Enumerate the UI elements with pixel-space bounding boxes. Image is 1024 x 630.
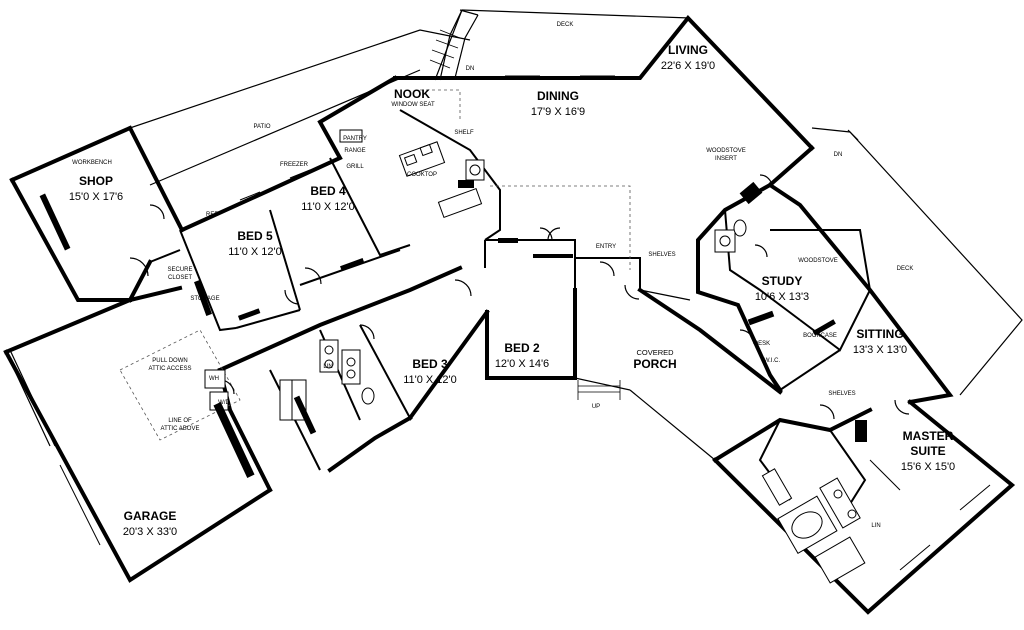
entry-label: ENTRY xyxy=(596,244,616,250)
dining-dims: 17'9 X 16'9 xyxy=(531,106,585,118)
shop-dims: 15'0 X 17'6 xyxy=(69,191,123,203)
shelves-entry-label: SHELVES xyxy=(648,252,675,258)
workbench-label: WORKBENCH xyxy=(72,160,112,166)
wh-label: WH xyxy=(209,376,219,382)
windows xyxy=(59,75,991,571)
master-name-line1: MASTER xyxy=(903,429,954,443)
grill-label: GRILL xyxy=(346,164,364,170)
master-dims: 15'6 X 15'0 xyxy=(901,461,955,473)
lin-master-label: LIN xyxy=(871,523,880,529)
up-label: UP xyxy=(592,404,600,410)
deck-top-label: DECK xyxy=(557,22,574,28)
shelves-master-label: SHELVES xyxy=(828,391,855,397)
lin-label: LIN xyxy=(323,364,332,370)
master-name-line2: SUITE xyxy=(910,444,945,458)
bookcase-label: BOOKCASE xyxy=(803,333,837,339)
storage-label: STORAGE xyxy=(190,296,219,302)
bed2-name: BED 2 xyxy=(504,341,540,355)
shelf-label: SHELF xyxy=(454,130,474,136)
pantry-label: PANTRY xyxy=(343,136,367,142)
living-name: LIVING xyxy=(668,43,708,57)
kitchen-fixtures xyxy=(339,129,485,218)
woodstove-label: WOODSTOVE xyxy=(798,258,838,264)
desk-label: DESK xyxy=(754,341,770,347)
dn-top-label: DN xyxy=(466,66,475,72)
study-dims: 10'6 X 13'3 xyxy=(755,291,809,303)
secure-closet-label-1: SECURE xyxy=(167,267,192,273)
doors xyxy=(129,174,910,420)
freezer-label: FREEZER xyxy=(280,162,309,168)
range-label: RANGE xyxy=(344,148,365,154)
deck-stairs xyxy=(429,9,621,400)
study-name: STUDY xyxy=(762,274,803,288)
sitting-name: SITTING xyxy=(856,327,903,341)
bed4-name: BED 4 xyxy=(310,184,346,198)
living-dims: 22'6 X 19'0 xyxy=(661,60,715,72)
woodstove-insert-label-1: WOODSTOVE xyxy=(706,148,746,154)
window-seat-label: WINDOW SEAT xyxy=(391,102,435,108)
sitting-dims: 13'3 X 13'0 xyxy=(853,344,907,356)
wd-label: W/D xyxy=(218,400,230,406)
wic-label: W.I.C. xyxy=(764,358,781,364)
deck-right-label: DECK xyxy=(897,266,914,272)
garage-dims: 20'3 X 33'0 xyxy=(123,526,177,538)
shop-name: SHOP xyxy=(79,174,113,188)
bath-fixtures xyxy=(204,219,866,584)
cooktop-label: COOKTOP xyxy=(407,172,437,178)
nook-name: NOOK xyxy=(394,87,430,101)
pull-down-label-2: ATTIC ACCESS xyxy=(149,366,192,372)
storage-hatches xyxy=(39,181,867,478)
porch-name-line1: COVERED xyxy=(636,348,674,357)
ref-label: REF xyxy=(206,212,218,218)
dashed-lines xyxy=(119,89,631,441)
room-labels: LIVING 22'6 X 19'0 DINING 17'9 X 16'9 NO… xyxy=(69,43,955,538)
woodstove-insert-label-2: INSERT xyxy=(715,156,737,162)
bed4-dims: 11'0 X 12'0 xyxy=(301,201,355,213)
dn-right-label: DN xyxy=(834,152,843,158)
pull-down-label-1: PULL DOWN xyxy=(152,358,187,364)
bed2-dims: 12'0 X 14'6 xyxy=(495,358,549,370)
annotation-labels: DECK DECK PATIO DN DN UP ENTRY SHELVES S… xyxy=(72,22,913,529)
dining-name: DINING xyxy=(537,89,579,103)
bed3-name: BED 3 xyxy=(412,357,448,371)
secure-closet-label-2: CLOSET xyxy=(168,275,192,281)
porch-name-line2: PORCH xyxy=(633,357,676,371)
bed5-name: BED 5 xyxy=(237,229,273,243)
line-of-attic-label-1: LINE OF xyxy=(168,418,192,424)
bed3-dims: 11'0 X 12'0 xyxy=(403,374,457,386)
line-of-attic-label-2: ATTIC ABOVE xyxy=(161,426,200,432)
patio-label: PATIO xyxy=(253,124,270,130)
bed5-dims: 11'0 X 12'0 xyxy=(228,246,282,258)
garage-name: GARAGE xyxy=(124,509,177,523)
